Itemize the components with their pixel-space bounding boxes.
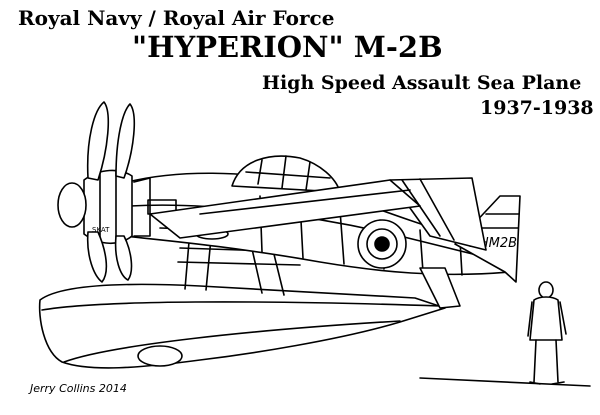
canopy xyxy=(231,155,341,193)
roundel-insignia xyxy=(357,219,407,269)
pilot-figure xyxy=(527,281,567,385)
wing xyxy=(149,179,421,239)
rear-strut xyxy=(419,267,461,309)
ground-line xyxy=(419,377,591,387)
nose-marking: SKAT xyxy=(92,226,110,234)
tailplane xyxy=(389,177,487,251)
float xyxy=(38,283,446,369)
service-years: 1937-1938 xyxy=(480,97,594,119)
aircraft-role: High Speed Assault Sea Plane xyxy=(262,72,582,94)
title-line-1: Royal Navy / Royal Air Force xyxy=(18,6,335,30)
propellers: SKAT xyxy=(57,101,136,283)
aircraft-name: "HYPERION" M-2B xyxy=(132,30,443,64)
artist-signature: Jerry Collins 2014 xyxy=(30,382,127,395)
